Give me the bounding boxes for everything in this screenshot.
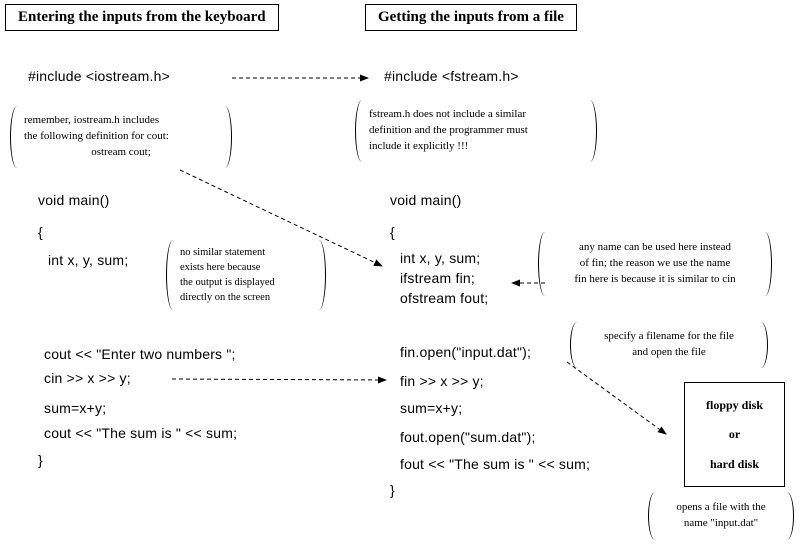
- right-paren-icon: [312, 240, 326, 310]
- left-paren-icon: [538, 232, 552, 296]
- disk-box-line: hard disk: [709, 456, 760, 471]
- left-close-brace: }: [38, 452, 43, 468]
- right-fin-open: fin.open("input.dat");: [400, 344, 532, 360]
- right-fin-read: fin >> x >> y;: [400, 373, 484, 389]
- right-declaration: int x, y, sum;: [400, 250, 481, 266]
- right-paren-icon: [758, 232, 772, 296]
- note-fstream-definition: fstream.h does not include a similar def…: [355, 100, 597, 162]
- left-paren-icon: [166, 240, 180, 310]
- right-paren-icon: [583, 100, 597, 162]
- left-void-main: void main(): [38, 192, 110, 208]
- left-cout-sum: cout << "The sum is " << sum;: [44, 425, 238, 441]
- right-ifstream: ifstream fin;: [400, 270, 475, 286]
- note-line: and open the file: [632, 346, 706, 358]
- note-line: definition and the programmer must: [369, 124, 528, 137]
- note-line: opens a file with the: [676, 501, 766, 514]
- disk-box: floppy disk or hard disk: [684, 382, 785, 487]
- title-keyboard: Entering the inputs from the keyboard: [5, 4, 279, 31]
- left-cin-line: cin >> x >> y;: [44, 370, 131, 386]
- left-declaration: int x, y, sum;: [48, 252, 129, 268]
- note-line: fin here is because it is similar to cin: [574, 272, 736, 285]
- note-iostream-cout: remember, iostream.h includes the follow…: [10, 106, 232, 168]
- left-include: #include <iostream.h>: [28, 68, 170, 84]
- note-fin-naming: any name can be used here instead of fin…: [538, 232, 772, 296]
- right-paren-icon: [780, 492, 794, 540]
- note-line: include it explicitly !!!: [369, 139, 469, 152]
- left-sum-line: sum=x+y;: [44, 400, 107, 416]
- note-no-output-statement: no similar statement exists here because…: [166, 240, 326, 310]
- note-line: ostream cout;: [91, 145, 151, 158]
- note-line: directly on the screen: [180, 292, 271, 304]
- left-paren-icon: [355, 100, 369, 162]
- right-include: #include <fstream.h>: [384, 68, 519, 84]
- note-specify-filename: specify a filename for the file and open…: [570, 322, 768, 368]
- note-opens-input-dat: opens a file with the name "input.dat": [648, 492, 794, 540]
- note-line: name "input.dat": [683, 517, 759, 529]
- left-paren-icon: [570, 322, 584, 368]
- right-paren-icon: [218, 106, 232, 168]
- note-line: of fin; the reason we use the name: [579, 257, 731, 270]
- left-cout-prompt: cout << "Enter two numbers ";: [44, 346, 236, 362]
- disk-box-line: or: [728, 427, 741, 441]
- arrow-open-to-disk: [566, 361, 667, 435]
- right-ofstream: ofstream fout;: [400, 290, 489, 306]
- note-line: no similar statement: [180, 246, 266, 258]
- left-paren-icon: [648, 492, 662, 540]
- note-line: remember, iostream.h includes: [24, 114, 160, 127]
- right-fout-write: fout << "The sum is " << sum;: [400, 456, 591, 472]
- arrow-cin-to-fin: [171, 376, 387, 384]
- right-paren-icon: [754, 322, 768, 368]
- right-close-brace: }: [390, 482, 395, 498]
- right-void-main: void main(): [390, 192, 462, 208]
- note-line: specify a filename for the file: [604, 330, 734, 343]
- right-sum-line: sum=x+y;: [400, 400, 463, 416]
- right-fout-open: fout.open("sum.dat");: [400, 429, 536, 445]
- note-line: the following definition for cout:: [24, 130, 169, 143]
- note-line: fstream.h does not include a similar: [369, 108, 527, 121]
- note-line: exists here because: [180, 261, 261, 273]
- note-line: the output is displayed: [180, 277, 275, 288]
- disk-box-line: floppy disk: [705, 397, 764, 412]
- note-line: any name can be used here instead: [578, 241, 732, 254]
- title-file: Getting the inputs from a file: [365, 4, 577, 31]
- left-paren-icon: [10, 106, 24, 168]
- right-open-brace: {: [390, 224, 395, 240]
- left-open-brace: {: [38, 224, 43, 240]
